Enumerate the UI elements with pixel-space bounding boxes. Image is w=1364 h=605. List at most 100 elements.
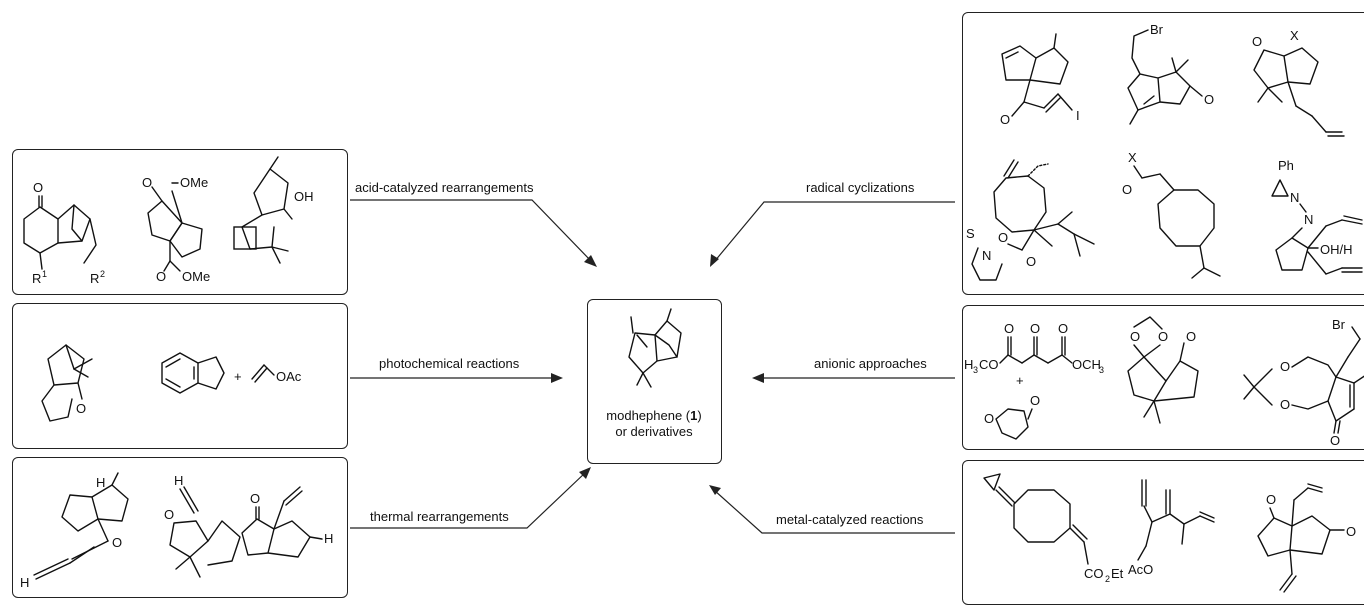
thermal-substrate-1: H O H: [20, 472, 129, 590]
thermal-structures: H O H H O O H: [20, 472, 333, 590]
acid-arrow: [350, 199, 593, 263]
label-anionic: anionic approaches: [814, 356, 927, 371]
acid-substrate-2: O OMe O OMe: [142, 175, 210, 284]
thermal-arrow: [350, 471, 587, 529]
label-thermal: thermal rearrangements: [370, 509, 509, 524]
acid-o-ester-top: O: [142, 175, 152, 190]
radical-oh-h: OH/H: [1320, 242, 1353, 257]
acid-r2-sup: 2: [100, 269, 105, 279]
label-acid-catalyzed: acid-catalyzed rearrangements: [355, 180, 534, 195]
anionic-structures: H 3 CO O O O OCH 3 + O O O O O: [964, 316, 1364, 448]
metal-o2: O: [1346, 524, 1356, 539]
metal-structures: CO 2 Et AcO O O: [983, 473, 1356, 593]
label-radical: radical cyclizations: [806, 180, 915, 195]
acid-substrate-1: O R 1 R 2: [23, 180, 105, 286]
label-metal-catalyzed: metal-catalyzed reactions: [776, 512, 924, 527]
radical-substrates-box: [962, 12, 1364, 295]
anionic-o5: O: [984, 411, 994, 426]
radical-n: N: [982, 248, 991, 263]
acid-arrowhead: [584, 255, 597, 267]
radical-o-enone: O: [1000, 112, 1010, 127]
thermal-h-mid: H: [174, 473, 183, 488]
anionic-br: Br: [1332, 317, 1346, 332]
caption-name: modhephene (: [606, 408, 691, 423]
anionic-substrate-2: O O O: [1127, 316, 1199, 424]
anionic-o-ketal1: O: [1130, 329, 1140, 344]
radical-substrate-4: O O N S: [966, 159, 1095, 281]
acid-ome-bottom: OMe: [182, 269, 210, 284]
anionic-o-enone: O: [1330, 433, 1340, 448]
radical-br: Br: [1150, 22, 1164, 37]
anionic-h3co-end: CO: [979, 357, 999, 372]
radical-o-ketone: O: [1204, 92, 1214, 107]
radical-o-carbonyl: O: [1026, 254, 1036, 269]
metal-arrowhead: [709, 485, 721, 495]
radical-o-mid: O: [1122, 182, 1132, 197]
thermal-substrates-box: [12, 457, 348, 598]
acid-ome-top: OMe: [180, 175, 208, 190]
thermal-substrate-2: H O: [164, 473, 241, 578]
radical-x-mid: X: [1128, 150, 1137, 165]
acid-structures: O R 1 R 2 O OMe O OMe OH: [23, 156, 314, 286]
radical-i: I: [1076, 108, 1080, 123]
metal-aco: AcO: [1128, 562, 1153, 577]
photo-substrate-1: O: [41, 344, 93, 422]
radical-ph: Ph: [1278, 158, 1294, 173]
radical-substrate-2: Br O: [1127, 22, 1214, 125]
thermal-substrate-3: O H: [241, 486, 333, 558]
thermal-h-alkyne: H: [20, 575, 29, 590]
label-photochemical: photochemical reactions: [379, 356, 520, 371]
metal-co2et-end: Et: [1111, 566, 1124, 581]
acid-o-ketone: O: [33, 180, 43, 195]
acid-o-ester-bottom: O: [156, 269, 166, 284]
thermal-arrowhead: [579, 467, 591, 479]
anionic-substrate-3: Br O O O: [1243, 317, 1364, 448]
acid-substrate-3: OH: [233, 156, 314, 264]
metal-co2et-sub: 2: [1105, 574, 1110, 584]
photo-substrate-indane: [161, 352, 225, 394]
metal-substrate-1: CO 2 Et: [983, 473, 1124, 584]
anionic-och3-sub: 3: [1099, 365, 1104, 375]
radical-arrowhead: [710, 254, 719, 267]
photochemical-substrates-box: [12, 303, 348, 449]
radical-substrate-3: O X: [1252, 28, 1345, 137]
metal-o1: O: [1266, 492, 1276, 507]
modhephene-target-box: [587, 299, 722, 464]
anionic-o4: O: [1030, 393, 1040, 408]
anionic-plus: +: [1016, 373, 1024, 388]
radical-structures: O I Br O O X: [966, 22, 1363, 281]
radical-substrate-5: X O: [1122, 150, 1221, 279]
thermal-o2: O: [250, 491, 260, 506]
anionic-o2: O: [1030, 321, 1040, 336]
acid-r1-sup: 1: [42, 269, 47, 279]
anionic-arrowhead: [752, 373, 764, 383]
acid-r1: R: [32, 271, 41, 286]
photo-structures: O + OAc: [41, 344, 302, 422]
caption-derivatives: or derivatives: [615, 424, 693, 439]
anionic-substrate-1: H 3 CO O O O OCH 3 + O O: [964, 321, 1104, 440]
anionic-h3co-sub: 3: [973, 365, 978, 375]
anionic-och3: OCH: [1072, 357, 1101, 372]
photo-arrowhead: [551, 373, 563, 383]
anionic-o-acetonide1: O: [1280, 359, 1290, 374]
metal-arrow: [713, 489, 955, 534]
anionic-o3: O: [1058, 321, 1068, 336]
radical-n1: N: [1290, 190, 1299, 205]
modhephene-caption: modhephene (1) or derivatives: [588, 408, 720, 440]
photo-plus: +: [234, 369, 242, 384]
modhephene-structure: [628, 308, 682, 388]
radical-substrate-1: O I: [1000, 33, 1080, 127]
compound-number: 1: [690, 408, 698, 423]
photo-o-ketone: O: [76, 401, 86, 416]
thermal-o-mid: O: [164, 507, 174, 522]
photo-substrate-vinyl-acetate: OAc: [251, 364, 302, 384]
anionic-o-acetonide2: O: [1280, 397, 1290, 412]
radical-arrow: [713, 201, 955, 263]
anionic-o1: O: [1004, 321, 1014, 336]
radical-s: S: [966, 226, 975, 241]
anionic-o-ketal2: O: [1158, 329, 1168, 344]
radical-x-top: X: [1290, 28, 1299, 43]
radical-o-link: O: [998, 230, 1008, 245]
acid-r2: R: [90, 271, 99, 286]
